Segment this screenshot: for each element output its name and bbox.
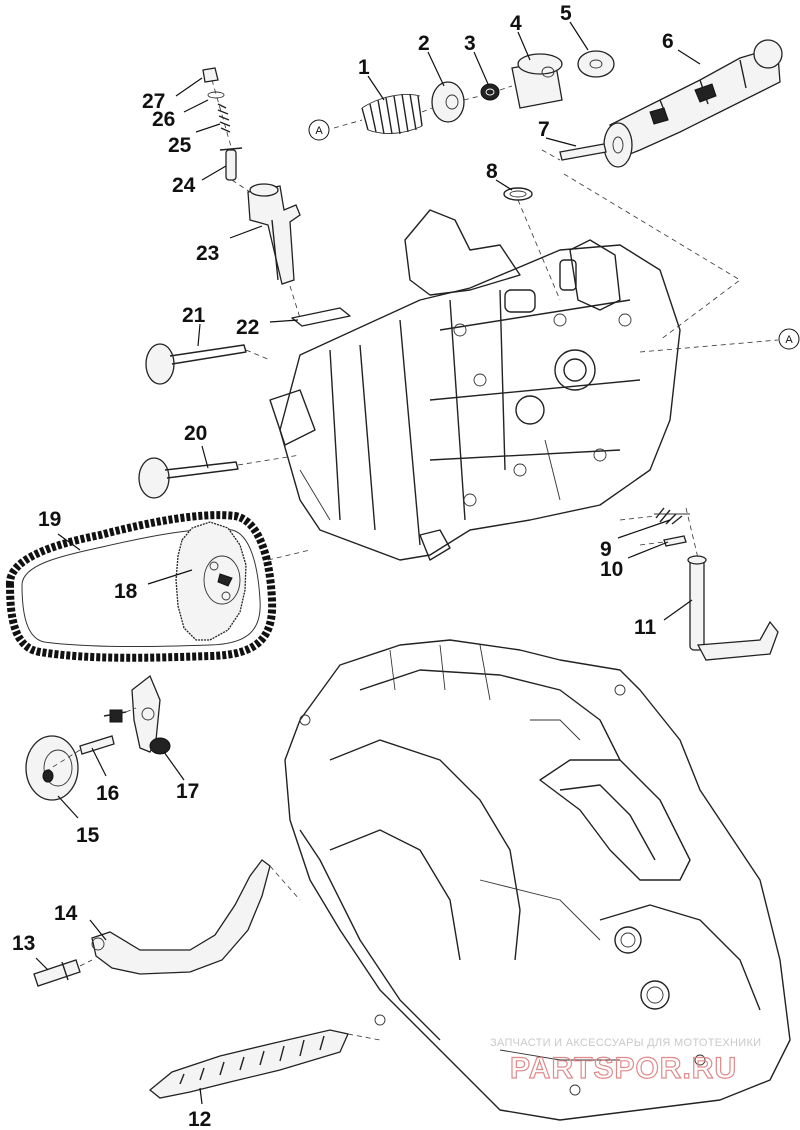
pin-10: [663, 535, 687, 547]
gasket-22: [291, 307, 351, 327]
cylinder-head: [269, 209, 681, 561]
callout-15: 15: [76, 824, 100, 847]
callout-9: 9: [600, 538, 612, 561]
plunger-24: [219, 147, 243, 181]
callout-6: 6: [662, 30, 674, 53]
guide-17: [131, 674, 171, 755]
tensioner-cap-bolt-27: [202, 67, 219, 83]
cam-chain-19: [6, 511, 277, 662]
bolt-16: [79, 709, 127, 755]
callout-24: 24: [172, 174, 196, 197]
chain-guide-12: [148, 1029, 349, 1099]
callout-23: 23: [196, 242, 219, 265]
cam-sprocket-18: [175, 521, 247, 641]
valve-spring-1: [361, 93, 423, 135]
valve-lifter-4: [511, 53, 563, 109]
callout-14: 14: [54, 902, 78, 925]
washer-26: [207, 91, 225, 99]
callout-3: 3: [464, 32, 476, 55]
spring-25: [217, 103, 231, 133]
callout-8: 8: [486, 160, 498, 183]
callout-22: 22: [236, 316, 259, 339]
watermark-logo: PARTSPOR.RU: [510, 1052, 737, 1085]
callout-26: 26: [152, 108, 175, 131]
callout-20: 20: [184, 422, 207, 445]
callout-17: 17: [176, 780, 199, 803]
assembly-lines: [47, 79, 779, 1041]
callout-2: 2: [418, 32, 430, 55]
svg-text:A: A: [785, 334, 793, 346]
reference-mark-a-right: A: [778, 328, 800, 350]
shim-5: [577, 50, 615, 78]
callout-11: 11: [634, 616, 657, 639]
callout-5: 5: [560, 2, 572, 25]
callout-4: 4: [510, 12, 522, 35]
tensioner-arm-14: [91, 859, 271, 975]
svg-text:A: A: [315, 125, 323, 137]
valve-keeper-3: [480, 83, 500, 101]
callout-10: 10: [600, 558, 623, 581]
callout-13: 13: [12, 932, 35, 955]
crankcase: [284, 639, 791, 1121]
callout-25: 25: [168, 134, 192, 157]
washer-15: [25, 735, 79, 801]
dowel-pin-7: [559, 143, 607, 161]
callout-12: 12: [188, 1108, 211, 1130]
spring-retainer-2: [431, 81, 465, 123]
reference-mark-a-left: A: [308, 119, 330, 141]
leader-lines: [35, 21, 701, 1105]
callout-1: 1: [358, 56, 370, 79]
callout-19: 19: [38, 508, 61, 531]
exhaust-valve-21: [145, 343, 247, 385]
callout-16: 16: [96, 782, 119, 805]
callout-18: 18: [114, 580, 138, 603]
callout-7: 7: [538, 118, 550, 141]
watermark: ЗАПЧАСТИ И АКСЕССУАРЫ ДЛЯ МОТОТЕХНИКИ PA…: [490, 1037, 761, 1086]
watermark-tagline: ЗАПЧАСТИ И АКСЕССУАРЫ ДЛЯ МОТОТЕХНИКИ: [490, 1037, 761, 1049]
spring-9: [654, 507, 690, 525]
intake-valve-20: [138, 457, 239, 499]
pivot-bolt-13: [33, 959, 81, 987]
tensioner-body-23: [247, 183, 301, 285]
oil-pipe-11: [687, 555, 779, 661]
callout-27: 27: [142, 90, 165, 113]
circlip-8: [503, 187, 533, 201]
callout-labels: 1 2 3 4 5 6 7 8 9 10 11 12 13 14 15 16 1…: [12, 2, 674, 1130]
callout-21: 21: [182, 304, 206, 327]
